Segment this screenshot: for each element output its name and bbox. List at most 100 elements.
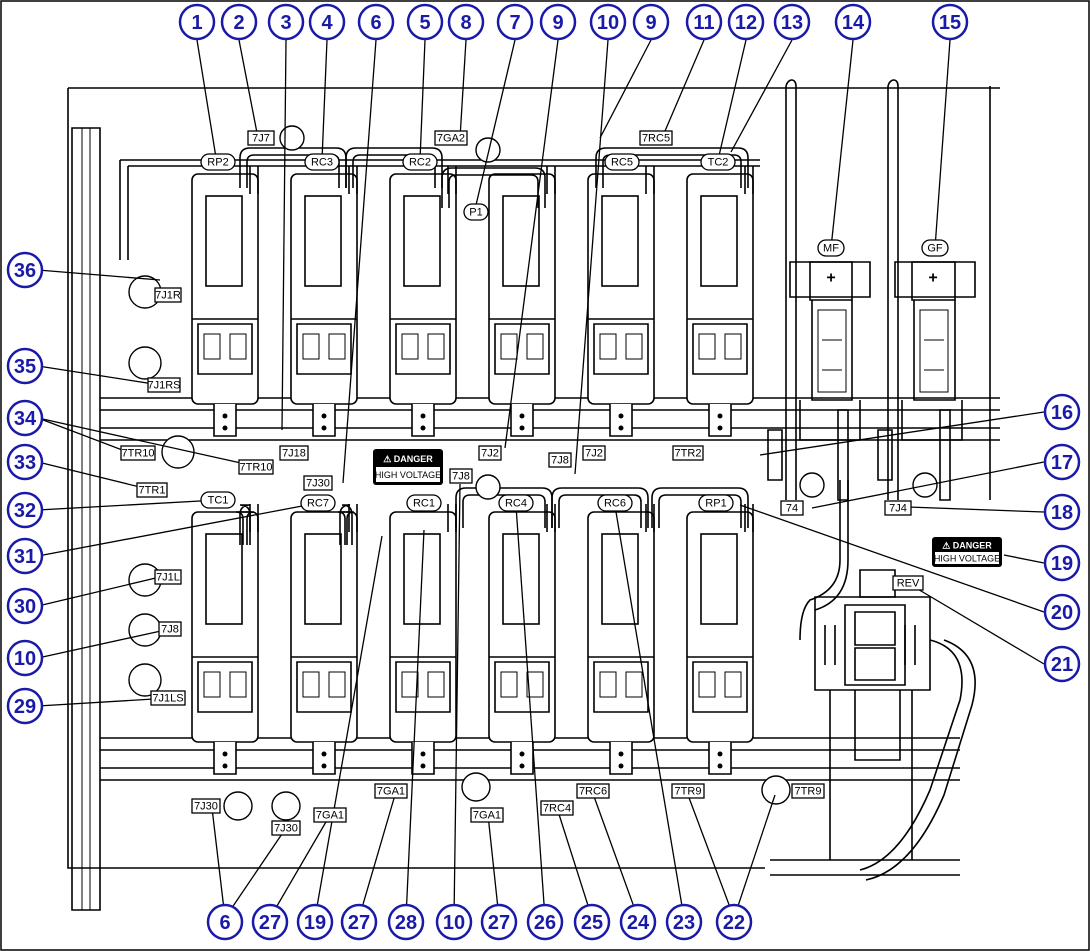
callout-bubble: 6 — [357, 3, 395, 41]
callout-number: 5 — [419, 12, 430, 34]
contactor-label-text: TC1 — [208, 495, 229, 507]
leader-line — [759, 411, 1045, 456]
leader-line — [37, 365, 161, 386]
callout-bubble: 12 — [727, 3, 765, 41]
callout-number: 21 — [1051, 654, 1073, 676]
coil-bridge-inner — [448, 174, 539, 208]
busbar-caps — [785, 79, 899, 87]
coil-bridge — [345, 147, 443, 188]
callout-number: 25 — [581, 912, 603, 934]
callout-bubble: 29 — [6, 687, 44, 725]
callout-bubble: 10 — [6, 639, 44, 677]
coil-bridge — [441, 167, 546, 208]
leader-line — [358, 794, 396, 919]
wire-tag: 7RC6 — [576, 783, 610, 799]
leader-line — [37, 628, 171, 659]
wire-tag: 7TR2 — [672, 445, 704, 461]
contactor-label-text: RC7 — [307, 498, 329, 510]
leader-line — [37, 417, 251, 466]
contactor-label: RC2 — [402, 153, 438, 171]
callout-number: 10 — [14, 648, 36, 670]
back-plate — [67, 87, 1000, 869]
contactor-label-text: TC2 — [708, 157, 729, 169]
coil-bridge — [455, 487, 553, 528]
leader-line — [453, 483, 461, 919]
callout-number: 10 — [597, 12, 619, 34]
mounting-hole — [475, 474, 501, 500]
wire-tag: 7J2 — [478, 445, 502, 461]
contactor-module — [686, 166, 754, 437]
wire-tag-label: 7J30 — [274, 823, 298, 835]
callout-bubble: 36 — [6, 251, 44, 289]
callout-number: 35 — [14, 356, 36, 378]
callout-number: 15 — [939, 12, 961, 34]
callout-bubble: 4 — [308, 3, 346, 41]
wire-tag: 7TR10 — [120, 445, 156, 461]
leader-line — [37, 576, 161, 607]
leader-line — [321, 39, 328, 161]
leader-line — [37, 269, 161, 281]
callout-bubble: 5 — [406, 3, 444, 41]
callout-bubble: 32 — [6, 491, 44, 529]
wire-tag: 7J18 — [279, 445, 309, 461]
wire-tag: 74 — [780, 500, 804, 516]
contactor-label-text: RP1 — [705, 498, 726, 510]
fuse-bases — [799, 400, 963, 441]
leader-line — [37, 417, 131, 454]
leader-line — [574, 39, 609, 475]
leader-line — [314, 535, 383, 919]
contactor-label: RC3 — [304, 153, 340, 171]
callout-number: 7 — [509, 12, 520, 34]
callout-number: 3 — [280, 12, 291, 34]
danger-sign-subtitle: HIGH VOLTAGE — [934, 554, 1000, 564]
contactor-module — [389, 504, 457, 775]
callout-number: 27 — [488, 912, 510, 934]
callout-bubble: 17 — [1043, 443, 1081, 481]
contactor-label: RP1 — [698, 494, 734, 512]
wire-tag-label: 7J18 — [282, 448, 306, 460]
callout-number: 26 — [534, 912, 556, 934]
contactor-label: TC1 — [200, 491, 236, 509]
wire-tag-label: 7GA1 — [316, 810, 344, 822]
wire-tag: 7J30 — [191, 798, 221, 814]
mounting-hole — [475, 137, 501, 163]
callout-bubble: 7 — [496, 3, 534, 41]
coil-bridge-inner — [558, 494, 642, 528]
leader-line — [419, 39, 426, 161]
wire-tag-label: 7J2 — [585, 448, 603, 460]
leader-line — [830, 39, 854, 249]
callout-bubble: 10 — [435, 903, 473, 941]
cable-a — [799, 480, 849, 641]
wire-tag: 7TR9 — [791, 783, 825, 799]
callout-number: 36 — [14, 260, 36, 282]
wire-tag: 7J4 — [884, 500, 912, 516]
danger-sign-title: ⚠ DANGER — [383, 454, 433, 464]
callout-bubble: 9 — [539, 3, 577, 41]
leader-line — [37, 697, 171, 707]
callout-bubble: 9 — [632, 3, 670, 41]
callout-number: 9 — [552, 12, 563, 34]
wire-tag-label: 74 — [786, 503, 798, 515]
contactor-label: RC1 — [406, 494, 442, 512]
wire-tag: 7GA1 — [470, 807, 504, 823]
contactor-module — [488, 166, 556, 437]
wire-tag: 7J1LS — [150, 690, 186, 706]
coil-bridge — [651, 487, 749, 528]
contactor-module — [290, 504, 358, 775]
wire-tag: 7J2 — [582, 445, 606, 461]
callout-bubble: 19 — [296, 903, 334, 941]
callout-number: 20 — [1051, 602, 1073, 624]
fuse-mf-plus-symbol: + — [826, 270, 835, 287]
callout-number: 6 — [219, 912, 230, 934]
leader-line — [661, 39, 705, 139]
contactor-label: TC2 — [700, 153, 736, 171]
callout-number: 1 — [191, 12, 202, 34]
callout-number: 32 — [14, 500, 36, 522]
callout-number: 28 — [395, 912, 417, 934]
leader-line — [342, 39, 377, 484]
leader-line — [556, 807, 593, 919]
contactor-label-text: MF — [823, 243, 839, 255]
leader-line — [475, 39, 516, 206]
